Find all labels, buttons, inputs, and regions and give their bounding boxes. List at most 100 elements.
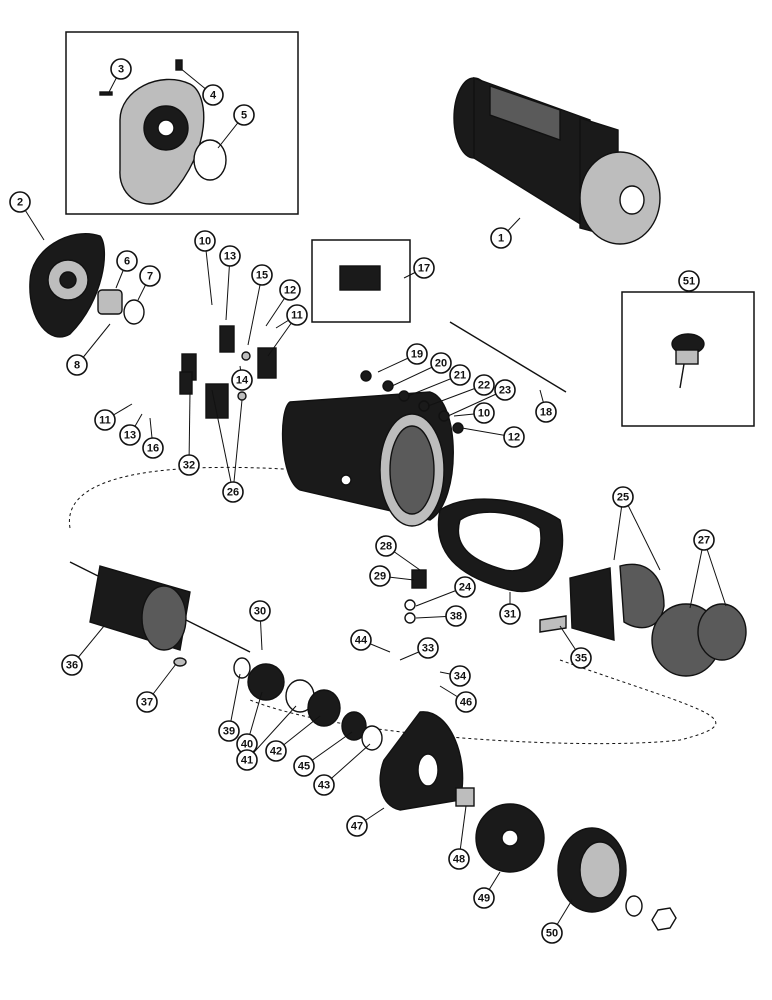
callout-number: 37: [141, 697, 153, 709]
part-callout-21: 21: [449, 364, 471, 386]
callout-circle: [110, 58, 132, 80]
washer-part: [123, 299, 145, 325]
part-callout-34: 34: [449, 665, 471, 687]
callout-number: 13: [224, 251, 236, 263]
leader-line: [188, 391, 191, 466]
part-callout-38: 38: [445, 605, 467, 627]
callout-circle: [693, 529, 715, 551]
field-coil-part: [437, 498, 564, 593]
fan-hub: [501, 829, 519, 847]
part-callout-45: 45: [293, 755, 315, 777]
pulley-nut-part: [651, 907, 677, 931]
callout-number: 44: [355, 635, 368, 647]
callout-circle: [369, 565, 391, 587]
callout-circle: [612, 486, 634, 508]
drive-end-bearing-parts: [233, 657, 383, 751]
callout-circle: [473, 374, 495, 396]
drive-end-frame-bore: [417, 753, 439, 787]
callout-circle: [473, 887, 495, 909]
woodruff-key-part: [173, 657, 187, 667]
leader-line: [703, 539, 727, 607]
callout-number: 30: [254, 606, 266, 618]
callout-number: 31: [504, 609, 516, 621]
part-callout-42: 42: [265, 740, 287, 762]
brush-holder-parts: [179, 265, 381, 419]
callout-circle: [678, 270, 700, 292]
callout-number: 10: [199, 236, 211, 248]
part-callout-47: 47: [346, 815, 368, 837]
part-callout-6: 6: [116, 250, 138, 272]
callout-circle: [490, 227, 512, 249]
part-callout-33: 33: [417, 637, 439, 659]
callout-number: 15: [256, 270, 268, 282]
callout-number: 42: [270, 746, 282, 758]
part-callout-29: 29: [369, 565, 391, 587]
part-callout-24: 24: [454, 576, 476, 598]
callout-circle: [142, 437, 164, 459]
leader-line: [232, 399, 243, 493]
callout-number: 12: [284, 285, 296, 297]
callout-number: 17: [418, 263, 430, 275]
callout-number: 19: [411, 349, 423, 361]
callout-circle: [219, 245, 241, 267]
callout-number: 43: [318, 780, 330, 792]
callout-number: 29: [374, 571, 386, 583]
part-callout-31: 31: [499, 603, 521, 625]
callout-number: 40: [241, 739, 253, 751]
callout-number: 28: [380, 541, 392, 553]
callout-circle: [346, 815, 368, 837]
spacer-part: [455, 787, 475, 807]
callout-circle: [66, 354, 88, 376]
callout-number: 27: [698, 535, 710, 547]
callout-circle: [202, 84, 224, 106]
callout-number: 10: [478, 408, 490, 420]
callout-circle: [94, 409, 116, 431]
callout-number: 14: [236, 375, 249, 387]
callout-circle: [236, 749, 258, 771]
callout-number: 21: [454, 370, 466, 382]
callout-number: 8: [74, 360, 80, 372]
part-callout-16: 16: [142, 437, 164, 459]
insulator-washer-part: [404, 599, 416, 611]
part-callout-35: 35: [570, 647, 592, 669]
callout-circle: [406, 343, 428, 365]
callout-circle: [293, 755, 315, 777]
part-callout-17: 17: [413, 257, 435, 279]
part-callout-15: 15: [251, 264, 273, 286]
inset-box-brush-holder: [311, 239, 411, 323]
part-callout-32: 32: [178, 454, 200, 476]
part-callout-13: 13: [119, 424, 141, 446]
pulley-face: [579, 841, 621, 899]
part-callout-27: 27: [693, 529, 715, 551]
part-callout-3: 3: [110, 58, 132, 80]
part-callout-26: 26: [222, 481, 244, 503]
callout-circle: [503, 426, 525, 448]
pole-shoes-part: [569, 563, 747, 677]
part-callout-20: 20: [430, 352, 452, 374]
part-callout-23: 23: [494, 379, 516, 401]
terminal-insulator-part: [671, 333, 705, 389]
leader-line: [689, 539, 705, 609]
callout-number: 32: [183, 460, 195, 472]
callout-number: 13: [124, 430, 136, 442]
callout-circle: [233, 104, 255, 126]
part-callout-50: 50: [541, 922, 563, 944]
terminal-washers: [360, 370, 464, 434]
callout-circle: [445, 605, 467, 627]
part-callout-28: 28: [375, 535, 397, 557]
pole-shoe-screw-part: [539, 615, 567, 633]
callout-number: 26: [227, 487, 239, 499]
callout-circle: [449, 364, 471, 386]
callout-number: 49: [478, 893, 490, 905]
insulator-washer-part-2: [404, 612, 416, 624]
callout-circle: [449, 665, 471, 687]
callout-number: 48: [453, 854, 465, 866]
bushing-part: [97, 289, 123, 315]
callout-circle: [454, 576, 476, 598]
part-callout-49: 49: [473, 887, 495, 909]
callout-circle: [375, 535, 397, 557]
part-callout-39: 39: [218, 720, 240, 742]
callout-number: 4: [210, 90, 217, 102]
part-callout-4: 4: [202, 84, 224, 106]
callout-circle: [251, 264, 273, 286]
